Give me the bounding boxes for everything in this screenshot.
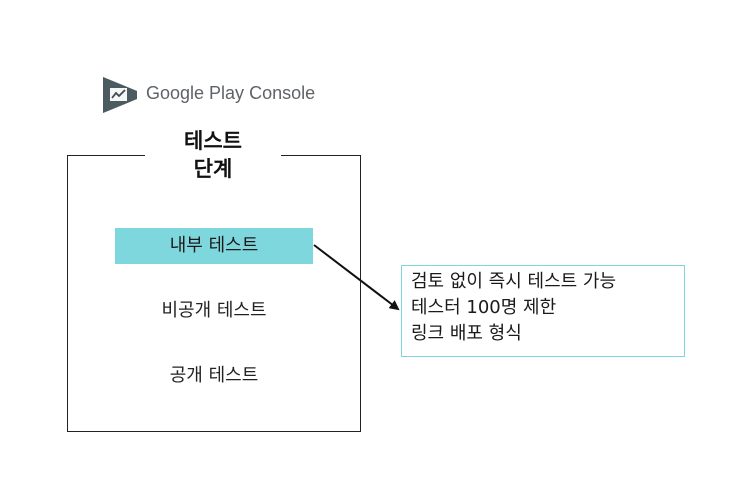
note-line-3: 링크 배포 형식 bbox=[411, 323, 522, 344]
google-play-console-icon bbox=[103, 77, 137, 113]
test-stage-title: 테스트 단계 bbox=[145, 127, 281, 191]
test-stage-title-line2: 단계 bbox=[193, 157, 233, 181]
google-play-console-logo: Google Play Console bbox=[103, 77, 343, 113]
logo-wordmark: Google Play Console bbox=[146, 83, 315, 104]
note-line-1: 검토 없이 즉시 테스트 가능 bbox=[411, 271, 617, 292]
internal-test-note: 검토 없이 즉시 테스트 가능 테스터 100명 제한 링크 배포 형식 bbox=[401, 265, 685, 357]
test-stage-title-line1: 테스트 bbox=[184, 129, 242, 153]
stage-item-open-test: 공개 테스트 bbox=[169, 365, 259, 386]
note-line-2: 테스터 100명 제한 bbox=[411, 297, 557, 318]
stage-item-closed-test: 비공개 테스트 bbox=[161, 300, 267, 321]
stage-item-internal-test: 내부 테스트 bbox=[115, 228, 313, 264]
logo-brand-text: Google Play bbox=[146, 83, 245, 103]
logo-product-text: Console bbox=[249, 83, 316, 103]
